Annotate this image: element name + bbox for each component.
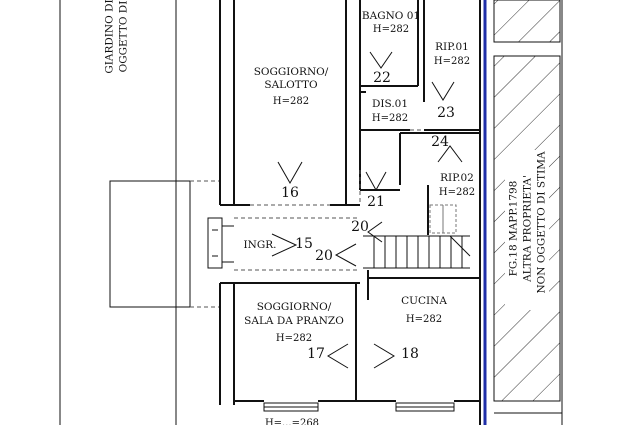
right-note-line3: NON OGGETTO DI STIMA [535, 151, 548, 294]
room-soggiorno-salotto-name2: SALOTTO [264, 79, 318, 91]
shot-23: 23 [437, 105, 455, 121]
shot-24: 24 [431, 134, 449, 150]
room-bagno-height: H=282 [372, 24, 410, 35]
room-cucina-height: H=282 [405, 314, 443, 325]
shot-16: 16 [281, 185, 299, 201]
shot-20b: 20 [315, 248, 333, 264]
room-rip01-height: H=282 [433, 56, 471, 67]
marker-24 [437, 145, 463, 163]
marker-20a [367, 221, 383, 243]
room-rip02-height: H=282 [438, 187, 476, 198]
right-note-line1: FG.18 MAPP.1798 [507, 180, 520, 277]
left-note-line1: GIARDINO DI [103, 0, 116, 74]
shot-21: 21 [367, 194, 385, 210]
marker-22 [369, 51, 393, 69]
walls [219, 0, 481, 425]
marker-16 [277, 161, 303, 185]
room-cucina-name: CUCINA [401, 295, 447, 307]
right-note-line2: ALTRA PROPRIETA' [521, 175, 534, 282]
shot-17: 17 [307, 346, 325, 362]
room-bagno-name: BAGNO 01 [361, 10, 421, 22]
marker-23 [431, 81, 455, 101]
left-note-line2: OGGETTO DI [117, 0, 130, 73]
shot-20a: 20 [351, 219, 369, 235]
room-soggiorno-pranzo-name2: SALA DA PRANZO [244, 315, 344, 327]
shot-18: 18 [401, 346, 419, 362]
shot-15: 15 [295, 236, 313, 252]
shot-22: 22 [373, 70, 391, 86]
room-soggiorno-pranzo-height: H=282 [275, 333, 313, 344]
marker-20b [334, 243, 357, 267]
room-dis01-name: DIS.01 [371, 98, 409, 110]
room-soggiorno-salotto-height: H=282 [272, 96, 310, 107]
entrance-door [207, 217, 234, 269]
marker-18 [373, 343, 395, 369]
windows [263, 402, 455, 412]
room-dis01-height: H=282 [371, 113, 409, 124]
room-rip01-name: RIP.01 [435, 41, 469, 53]
room-soggiorno-salotto-name1: SOGGIORNO/ [253, 66, 329, 78]
bottom-height-label: H=...=268 [264, 418, 320, 425]
room-ingresso-name: INGR. [243, 239, 277, 251]
room-soggiorno-pranzo-name1: SOGGIORNO/ [256, 301, 332, 313]
photo-markers [271, 51, 463, 369]
hatch-label-bg [505, 150, 549, 310]
porch-box [109, 180, 191, 308]
staircase [363, 204, 471, 269]
dashed-lines [234, 129, 424, 271]
marker-17 [327, 343, 349, 369]
hatch-area-top [493, 0, 561, 43]
marker-21 [365, 171, 387, 192]
room-rip02-name: RIP.02 [440, 172, 474, 184]
marker-15 [271, 233, 298, 257]
